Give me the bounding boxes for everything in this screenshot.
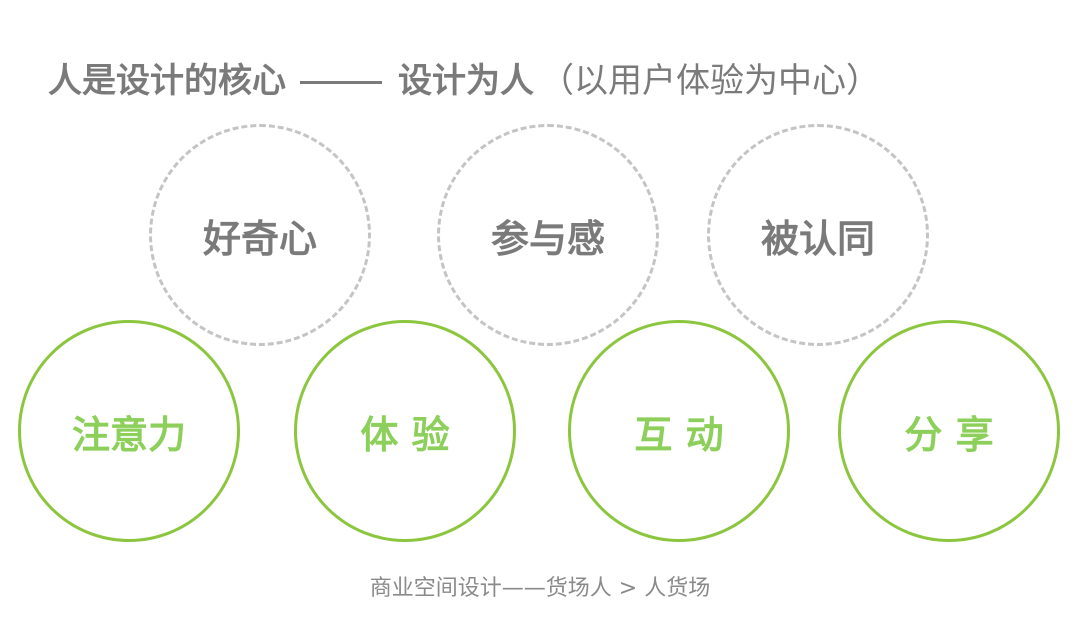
circle-label: 注意力 — [71, 412, 186, 457]
title-subtitle: （以用户体验为中心） — [540, 61, 880, 101]
circle-sharing: 分 享 — [838, 320, 1060, 542]
circle-label: 被认同 — [760, 216, 875, 261]
circle-interaction: 互 动 — [568, 320, 790, 542]
circle-experience: 体 验 — [294, 320, 516, 542]
circle-recognition: 被认同 — [707, 124, 929, 346]
footer-caption: 商业空间设计——货场人 > 人货场 — [369, 576, 711, 601]
circle-curiosity: 好奇心 — [149, 124, 371, 346]
circle-label: 互 动 — [634, 412, 724, 457]
circle-label: 参与感 — [490, 216, 605, 261]
em-dash-divider — [300, 81, 382, 84]
circle-participation: 参与感 — [437, 124, 659, 346]
circle-label: 分 享 — [904, 412, 994, 457]
title-secondary: 设计为人 — [398, 61, 534, 101]
circle-attention: 注意力 — [18, 320, 240, 542]
circle-label: 体 验 — [360, 412, 450, 457]
page-title: 人是设计的核心 设计为人（以用户体验为中心） — [48, 56, 880, 106]
circle-label: 好奇心 — [202, 216, 317, 261]
title-main: 人是设计的核心 — [48, 61, 286, 101]
